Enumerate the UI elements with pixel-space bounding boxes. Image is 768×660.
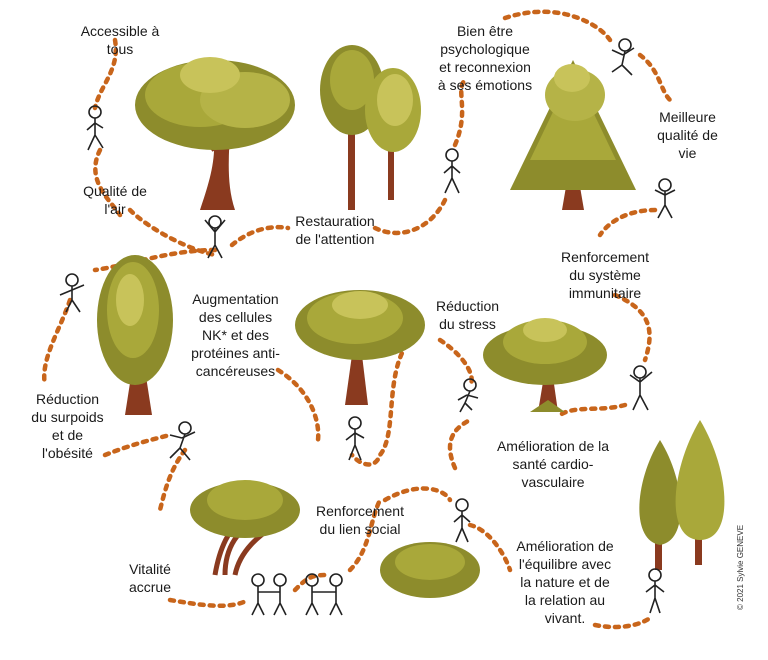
tree-weeping-bottom-left (190, 480, 300, 576)
stick-figure-hiker (629, 365, 653, 411)
label-social-bond: Renforcement du lien social (316, 503, 404, 537)
stick-figure-dancing (654, 178, 676, 219)
label-immune-system: Renforcement du système immunitaire (561, 249, 649, 301)
label-nature-balance: Amélioration de l'équilibre avec la natu… (516, 538, 614, 626)
tree-round-top-left (135, 57, 295, 210)
stick-figure-pair-left (251, 573, 287, 616)
stick-figure-arms-up (204, 215, 226, 259)
stick-figure-pair-right (305, 573, 343, 616)
tree-conifer-top-right (510, 60, 636, 210)
tree-umbrella-center (295, 290, 425, 405)
bush-bottom-center (380, 542, 480, 598)
tree-slender-pair (320, 45, 421, 210)
stick-figure-jumping (611, 38, 635, 76)
stick-figure-cartwheel (59, 273, 85, 313)
stick-figure-running (169, 421, 196, 461)
tree-spreading-right (483, 318, 607, 412)
stick-figures (59, 38, 676, 616)
label-quality-of-life: Meilleure qualité de vie (657, 109, 718, 161)
stick-figure-walking-1 (86, 105, 104, 151)
label-accessible: Accessible à tous (80, 23, 160, 57)
stick-figure-leaning (457, 378, 479, 413)
stick-figure-standing-right (645, 568, 665, 614)
label-overweight: Réduction du surpoids et de l'obésité (31, 391, 104, 461)
credit-text: © 2021 Sylvie GENEVE (736, 524, 745, 610)
label-air-quality: Qualité de l'air (83, 183, 147, 217)
label-attention: Restauration de l'attention (295, 213, 375, 247)
label-vitality: Vitalité accrue (128, 561, 172, 595)
stick-figure-woman-bottom (453, 498, 471, 543)
label-wellbeing: Bien être psychologique et reconnexion à… (437, 23, 533, 93)
label-stress: Réduction du stress (435, 298, 500, 332)
label-nk-cells: Augmentation des cellules NK* et des pro… (191, 291, 280, 379)
tree-oval-left (97, 255, 173, 415)
stick-figure-woman-walking (443, 148, 461, 194)
stick-figure-woman-center (345, 416, 365, 461)
label-cardiovascular: Amélioration de la santé cardio- vascula… (496, 438, 610, 490)
tree-cypress-pair (639, 420, 725, 570)
dotted-path (41, 9, 673, 630)
